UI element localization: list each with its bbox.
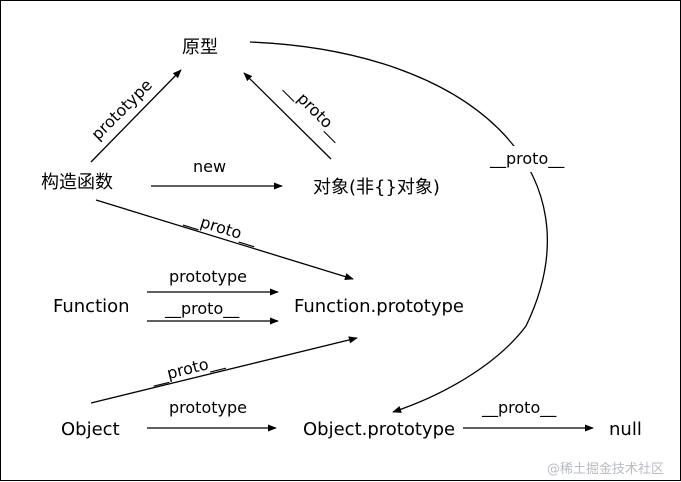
label-prototype-to-object-prototype: __proto__ — [489, 149, 565, 169]
label-function-proto: __proto__ — [164, 299, 240, 319]
node-function-prototype: Function.prototype — [294, 296, 464, 317]
edge-object-to-function-prototype — [90, 336, 358, 404]
label-object-to-prototype: __proto__ — [281, 77, 349, 145]
edge-constructor-to-function-prototype — [95, 199, 354, 281]
node-prototype-cn: 原型 — [182, 37, 218, 58]
label-object-to-function-prototype: __proto__ — [148, 350, 227, 388]
label-object-prototype-to-null: __proto__ — [481, 398, 557, 418]
label-function-prototype: prototype — [169, 267, 247, 286]
label-bg-prototype-to-object-prototype — [489, 146, 585, 172]
label-object-prototype: prototype — [169, 398, 247, 417]
node-object-prototype: Object.prototype — [303, 419, 455, 440]
node-function: Function — [53, 296, 130, 317]
edge-prototype-to-object-prototype — [249, 41, 548, 413]
node-object-instance: 对象(非{}对象) — [313, 177, 440, 198]
label-constructor-to-object: new — [193, 157, 226, 176]
label-constructor-to-function-prototype: __proto__ — [182, 207, 261, 248]
label-constructor-to-prototype: prototype — [87, 75, 156, 144]
watermark-text: @稀土掘金技术社区 — [547, 461, 664, 477]
edge-constructor-to-prototype — [90, 69, 182, 163]
node-constructor: 构造函数 — [41, 172, 113, 193]
node-object: Object — [61, 419, 120, 440]
edge-object-to-prototype — [243, 72, 332, 160]
node-null: null — [609, 419, 642, 440]
